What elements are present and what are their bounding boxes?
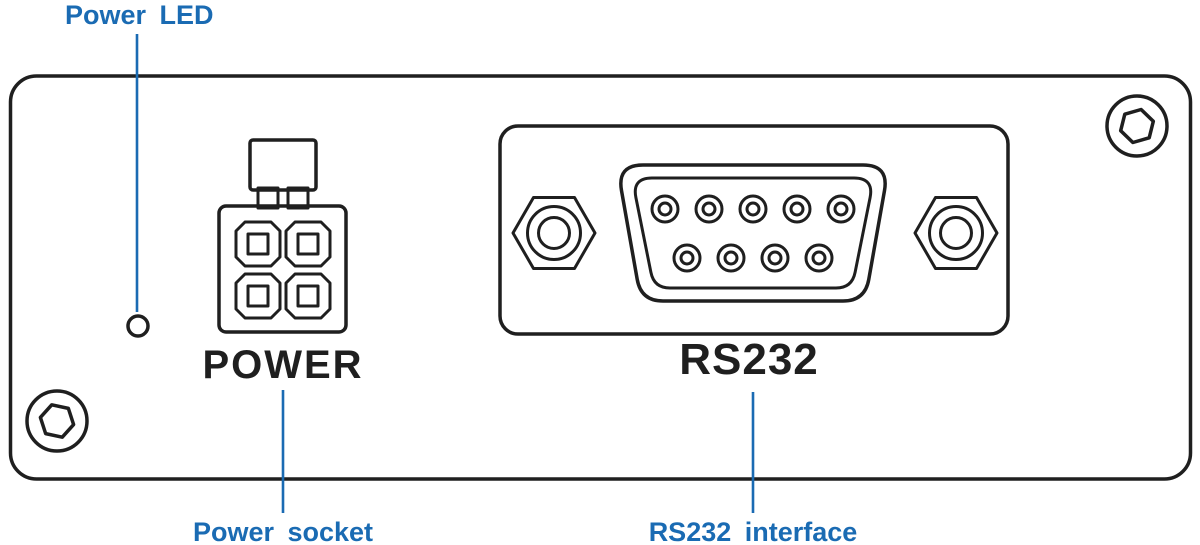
power-pin <box>246 232 270 256</box>
corner-screw-bottom-left-icon <box>25 389 89 453</box>
db9-pin <box>738 194 768 224</box>
db9-pin-center <box>789 201 805 217</box>
db9-pin-center <box>833 201 849 217</box>
db9-pin-center <box>679 250 695 266</box>
rs232-plate-outline <box>498 124 1010 336</box>
power-pin <box>246 284 270 308</box>
rs232-jackscrew-right-icon <box>913 196 999 270</box>
db9-pin-center <box>657 201 673 217</box>
corner-screw-top-right-icon <box>1105 94 1169 158</box>
db9-pin-center <box>723 250 739 266</box>
rs232-jackscrew-left-icon <box>511 196 597 270</box>
power-socket-callout-label: Power socket <box>193 517 373 545</box>
power-connector-foot-right <box>286 186 310 210</box>
power-connector-foot-left <box>256 186 280 210</box>
db9-pin-center <box>701 201 717 217</box>
db9-pin <box>716 243 746 273</box>
db9-pin <box>694 194 724 224</box>
db9-outer-shell <box>619 163 887 303</box>
db9-pin-center <box>811 250 827 266</box>
power-pin-cavity <box>234 272 282 320</box>
db9-pin <box>650 194 680 224</box>
power-connector-body <box>217 204 348 334</box>
db9-pins-top-row <box>650 194 856 224</box>
power-pin-cavity <box>284 272 332 320</box>
db9-pins-bottom-row <box>672 243 834 273</box>
db9-pin <box>672 243 702 273</box>
db9-inner-shell <box>633 176 873 290</box>
power-pin-cavity <box>284 220 332 268</box>
power-panel-print: POWER <box>202 343 363 387</box>
rs232-port-assembly <box>498 124 1010 336</box>
db9-pin-center <box>767 250 783 266</box>
power-led-indicator <box>126 314 150 338</box>
db9-pin-center <box>745 201 761 217</box>
rs232-panel-print: RS232 <box>679 335 819 384</box>
db9-pin <box>804 243 834 273</box>
power-socket-connector <box>217 138 348 334</box>
power-pin <box>296 232 320 256</box>
power-connector-latch <box>248 138 318 192</box>
rs232-callout-label: RS232 interface <box>649 517 858 545</box>
db9-pin <box>760 243 790 273</box>
db9-pin <box>782 194 812 224</box>
front-panel-outline <box>8 74 1193 481</box>
power-pin-cavity <box>234 220 282 268</box>
power-pin <box>296 284 320 308</box>
db9-pin <box>826 194 856 224</box>
power-led-callout-label: Power LED <box>65 0 214 30</box>
